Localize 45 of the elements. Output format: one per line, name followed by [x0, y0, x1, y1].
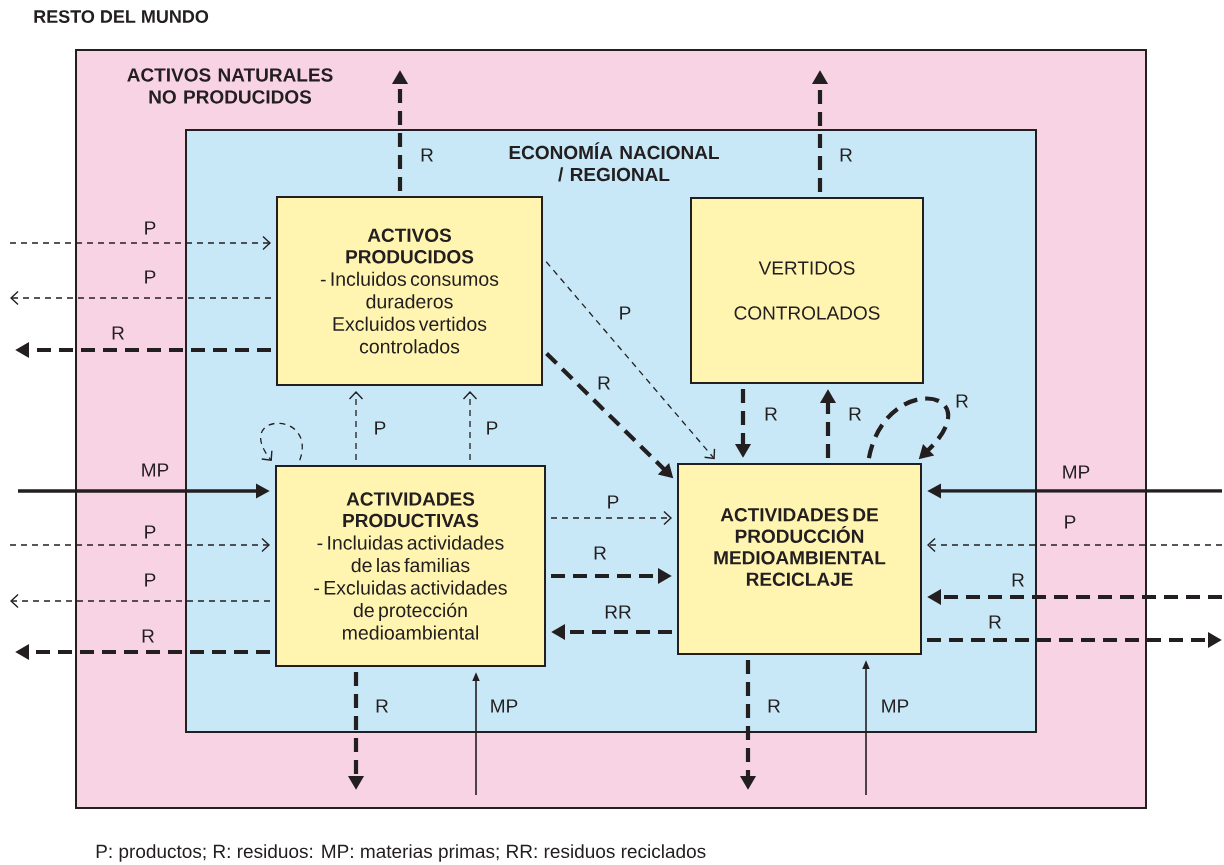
edge-label: P [145, 573, 156, 587]
edge-label: R [598, 376, 610, 390]
heading: RESTO DEL MUNDO [34, 10, 209, 23]
arrow [10, 593, 271, 609]
process-box: ACTIVOS PRODUCIDOS - Incluidos consumos duraderos Excluidos vertidos controlados [276, 196, 543, 386]
edge-label: R [956, 394, 968, 408]
caption: P: productos; R: residuos: MP: materias primas; RR: residuos reciclados [96, 844, 706, 862]
region-heading: ACTIVOS NATURALES NO PRODUCIDOS [127, 68, 333, 104]
arrow [260, 422, 303, 462]
edge-label: P [145, 525, 156, 539]
edge-label: R [421, 148, 433, 162]
edge-label: MP [882, 699, 909, 713]
arrow [927, 537, 1223, 553]
arrow [550, 510, 672, 526]
region-heading: ECONOMÍA NACIONAL / REGIONAL [509, 142, 719, 182]
edge-label: R [768, 699, 780, 713]
process-box: VERTIDOS CONTROLADOS [690, 197, 924, 384]
process-box: ACTIVIDADES PRODUCTIVAS - Incluidas actividades de las familias - Excluidas actividades de protección medioambiental [275, 465, 546, 667]
arrow [9, 235, 271, 251]
edge-label: RR [605, 605, 631, 619]
edge-label: P [145, 221, 156, 235]
edge-label: MP [491, 699, 518, 713]
arrow [462, 391, 478, 461]
edge-label: R [594, 546, 606, 560]
edge-label: P [608, 495, 619, 509]
edge-label: R [376, 699, 388, 713]
arrow [9, 537, 270, 553]
arrow [10, 290, 272, 306]
edge-label: P [375, 421, 386, 435]
edge-label: R [765, 407, 777, 421]
edge-label: R [840, 148, 852, 162]
edge-label: MP [1063, 465, 1090, 479]
arrow [348, 391, 364, 461]
edge-label: R [142, 629, 154, 643]
edge-label: MP [142, 463, 169, 477]
edge-label: R [1012, 573, 1024, 587]
edge-label: R [849, 407, 861, 421]
arrow [545, 261, 716, 460]
edge-label: P [620, 306, 631, 320]
edge-label: P [487, 421, 498, 435]
edge-label: R [112, 326, 124, 340]
edge-label: R [989, 615, 1001, 629]
process-box: ACTIVIDADES DE PRODUCCIÓN MEDIOAMBIENTAL RECICLAJE [677, 463, 922, 655]
edge-label: P [1065, 515, 1076, 529]
edge-label: P [145, 270, 156, 284]
